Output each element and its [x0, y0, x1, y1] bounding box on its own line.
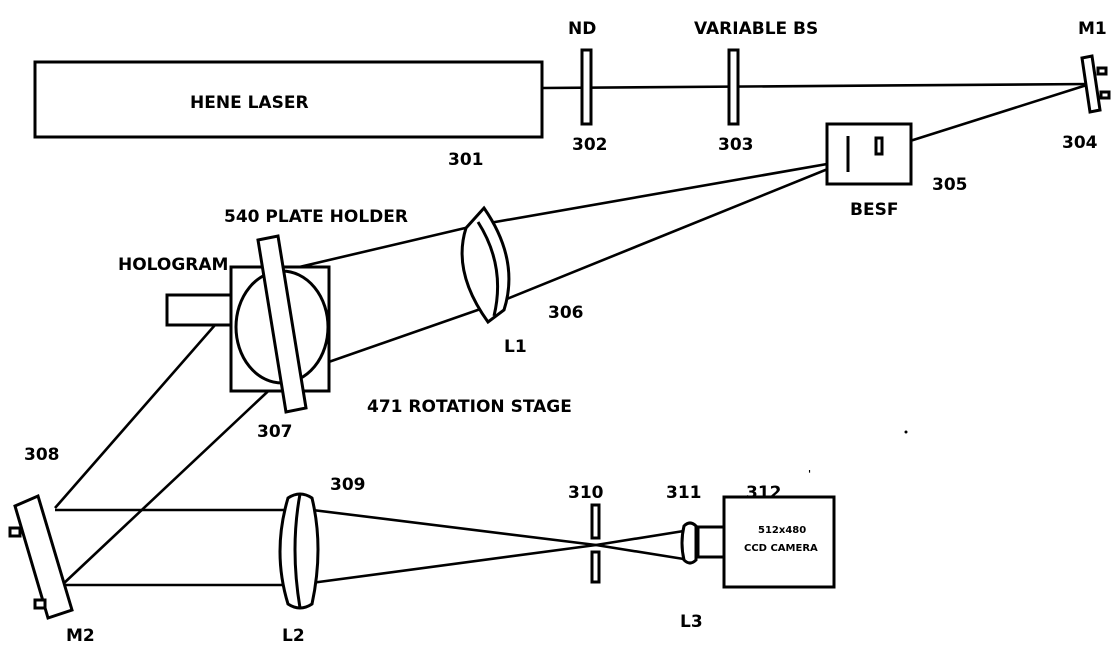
beam-l2-to-focus-lower [295, 543, 597, 587]
stray-dot [904, 430, 908, 434]
hene-laser-body [33, 60, 544, 139]
besf-label: BESF [850, 200, 898, 220]
ref-302: 302 [572, 135, 608, 155]
camera-body [722, 495, 836, 589]
hologram-label: HOLOGRAM [118, 255, 228, 275]
beam-l1-to-hologram-lower [299, 303, 493, 374]
ref-304: 304 [1062, 133, 1098, 153]
nd-filter [580, 48, 593, 126]
m2-label: M2 [66, 626, 95, 646]
mirror-m2 [8, 493, 74, 620]
ref-309: 309 [330, 475, 366, 495]
hologram-mount-arm [165, 293, 233, 327]
rotation-stage-label: 471 ROTATION STAGE [367, 397, 572, 417]
ref-307: 307 [257, 422, 293, 442]
l2-label: L2 [282, 626, 305, 646]
spatial-aperture [590, 503, 601, 584]
plate-holder-label: 540 PLATE HOLDER [224, 207, 408, 227]
ref-312: 312 [746, 483, 782, 503]
lens-l3 [680, 521, 698, 565]
beam-laser-to-m1 [541, 82, 1091, 90]
m1-label: M1 [1078, 19, 1107, 39]
camera-resolution-label: 512x480 [758, 525, 806, 536]
ref-308: 308 [24, 445, 60, 465]
ref-306: 306 [548, 303, 584, 323]
beam-focus-to-l3-lower [595, 543, 691, 562]
l1-label: L1 [504, 337, 527, 357]
beam-besf-to-l1-upper [477, 158, 851, 227]
lens-l2 [278, 492, 320, 610]
ref-303: 303 [718, 135, 754, 155]
camera-nose [696, 525, 726, 559]
ref-311: 311 [666, 483, 702, 503]
stray-mark: ' [808, 469, 811, 480]
lens-l1 [460, 205, 511, 325]
rotation-stage-assembly [165, 234, 331, 414]
beam-hologram-to-m2-lower [61, 379, 281, 586]
beam-l2-to-focus-upper [295, 506, 597, 547]
beam-focus-to-l3-upper [595, 528, 691, 547]
beam-l1-to-hologram-upper [277, 223, 479, 274]
besf-unit [825, 122, 913, 186]
ref-305: 305 [932, 175, 968, 195]
ccd-camera [696, 495, 836, 589]
hene-laser-label: HENE LASER [190, 93, 309, 113]
l3-label: L3 [680, 612, 703, 632]
variable-bs [727, 48, 740, 126]
plate-holder [256, 234, 308, 414]
camera-type-label: CCD CAMERA [744, 543, 818, 554]
beam-paths [54, 82, 1091, 587]
ref-301: 301 [448, 150, 484, 170]
nd-label: ND [568, 19, 596, 39]
variable-bs-label: VARIABLE BS [694, 19, 818, 39]
ref-310: 310 [568, 483, 604, 503]
mirror-m1 [1080, 54, 1111, 114]
beam-besf-to-l1-lower [491, 158, 851, 307]
